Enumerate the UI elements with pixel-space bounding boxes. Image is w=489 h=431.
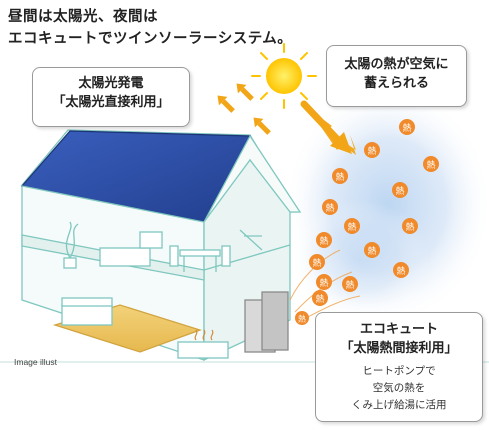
solar-power-subtitle: 「太陽光直接利用」	[52, 95, 170, 110]
steam-icon	[194, 329, 214, 341]
svg-text:熱: 熱	[347, 221, 356, 233]
solar-heat-line-1: 太陽の熱が空気に	[344, 57, 449, 72]
svg-text:熱: 熱	[396, 265, 405, 277]
ecocute-desc-line-1: ヒートポンプで	[362, 365, 436, 377]
ecocute-subtitle: 「太陽熱間接利用」	[340, 341, 458, 356]
heat-flow-arrow-icon	[300, 100, 356, 155]
heat-badges: 熱 熱 熱 熱 熱 熱 熱 熱 熱 熱 熱 熱 熱 熱 熱 熱	[295, 119, 439, 325]
svg-text:熱: 熱	[319, 235, 328, 247]
ecocute-title: エコキュート	[359, 322, 438, 337]
svg-text:熱: 熱	[367, 145, 376, 157]
svg-text:熱: 熱	[325, 202, 334, 214]
headline-line-1: 昼間は太陽光、夜間は	[8, 9, 158, 25]
callout-ecocute: エコキュート 「太陽熱間接利用」 ヒートポンプで 空気の熱を くみ上げ給湯に活用	[315, 312, 483, 422]
svg-text:熱: 熱	[298, 314, 306, 324]
ecocute-desc-line-2: 空気の熱を	[372, 382, 426, 394]
headline: 昼間は太陽光、夜間は エコキュートでツインソーラーシステム。	[8, 6, 292, 50]
callout-solar-heat: 太陽の熱が空気に 蓄えられる	[326, 45, 467, 107]
house	[0, 129, 489, 363]
svg-text:熱: 熱	[402, 122, 411, 134]
svg-text:熱: 熱	[335, 171, 344, 183]
svg-text:熱: 熱	[345, 279, 354, 291]
svg-text:熱: 熱	[426, 159, 435, 171]
svg-text:熱: 熱	[315, 293, 324, 305]
ecocute-description: ヒートポンプで 空気の熱を くみ上げ給湯に活用	[316, 363, 482, 414]
svg-text:熱: 熱	[405, 221, 414, 233]
solar-heat-line-2: 蓄えられる	[363, 76, 429, 91]
headline-line-2: エコキュートでツインソーラーシステム。	[8, 31, 293, 47]
svg-text:熱: 熱	[395, 185, 404, 197]
ecocute-desc-line-3: くみ上げ給湯に活用	[351, 399, 447, 411]
solar-power-title: 太陽光発電	[78, 76, 144, 91]
sun-icon	[251, 43, 317, 109]
warm-air-cloud-lower	[290, 200, 430, 320]
svg-text:熱: 熱	[367, 245, 376, 257]
image-caption: Image illust	[14, 357, 57, 367]
svg-text:熱: 熱	[312, 257, 321, 269]
callout-solar-power: 太陽光発電 「太陽光直接利用」	[32, 67, 190, 127]
svg-text:熱: 熱	[319, 277, 328, 289]
